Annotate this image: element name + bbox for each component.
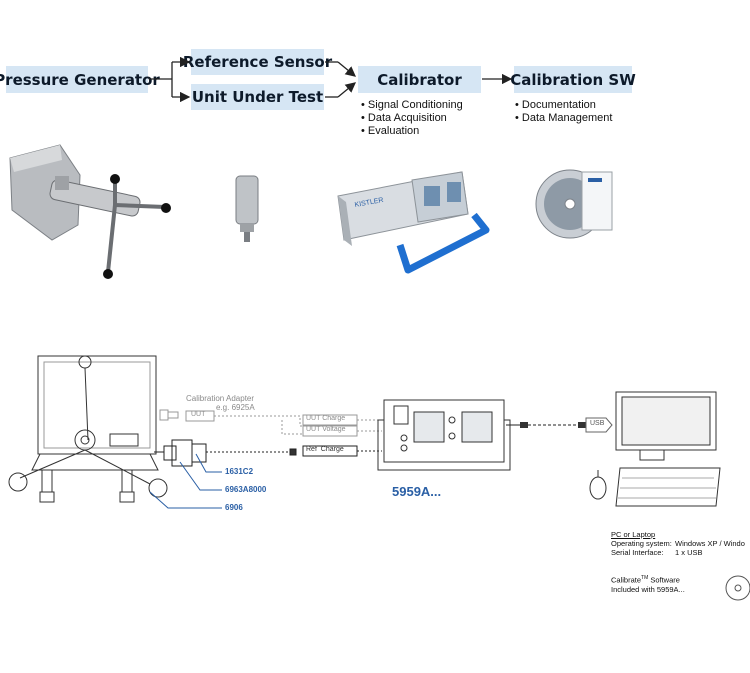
calibrator-photo: KISTLER — [337, 171, 490, 274]
ref-charge-label: Ref Charge — [306, 446, 344, 453]
cd-icon — [725, 575, 750, 601]
part-generator-label: 6906 — [225, 503, 243, 512]
part-leader-lines — [149, 453, 222, 509]
software-title: CalibrateTM Software — [611, 574, 685, 585]
reference-sensor-box: Reference Sensor — [183, 49, 332, 75]
generator-drawing — [8, 355, 168, 503]
calibrator-box: Calibrator — [358, 66, 481, 93]
os-label: Operating system: — [611, 539, 672, 548]
arrow-line — [337, 82, 357, 98]
unit-under-test-box: Unit Under Test — [191, 84, 324, 110]
software-name: Calibrate — [611, 575, 642, 585]
pressure-generator-box: Pressure Generator — [0, 66, 160, 93]
sw-feature-list: Documentation Data Management — [515, 99, 613, 125]
usb-cable — [506, 417, 613, 433]
adapter-example: e.g. 6925A — [216, 403, 255, 412]
uut-voltage-label: UUT Voltage — [306, 426, 346, 433]
software-cd-photo — [535, 169, 613, 239]
adapter-title: Calibration Adapter — [186, 394, 255, 403]
calibration-adapter-drawing — [159, 409, 304, 427]
pc-drawing — [589, 391, 721, 507]
part-sensor-label: 6963A8000 — [225, 485, 267, 494]
pressure-generator-photo — [9, 144, 171, 279]
list-item: Data Acquisition — [361, 112, 463, 125]
list-item: Documentation — [515, 99, 612, 112]
serial-value: 1 x USB — [675, 548, 703, 557]
device-5959a-drawing — [377, 399, 511, 471]
calibration-sw-box: Calibration SW — [510, 66, 636, 93]
pressure-generator-label: Pressure Generator — [0, 70, 160, 89]
pc-info: PC or Laptop Operating system:Windows XP… — [611, 530, 745, 557]
os-value: Windows XP / Windo — [675, 539, 745, 548]
calibration-sw-label: Calibration SW — [510, 70, 636, 89]
kistler-brand: KISTLER — [354, 197, 384, 209]
serial-label: Serial Interface: — [611, 548, 664, 557]
list-item: Evaluation — [361, 125, 463, 138]
software-tm: TM — [641, 575, 649, 581]
usb-connector — [585, 417, 613, 433]
uut-tag: UUT — [191, 411, 206, 418]
software-suffix: Software — [648, 575, 680, 585]
unit-under-test-label: Unit Under Test — [191, 88, 324, 106]
reference-sensor-photo — [235, 175, 259, 242]
software-included: Included with 5959A... — [611, 584, 685, 594]
list-item: Data Management — [515, 112, 613, 125]
usb-label: USB — [590, 420, 605, 427]
reference-sensor-label: Reference Sensor — [182, 53, 333, 71]
arrow-line — [337, 61, 357, 77]
uut-charge-label: UUT Charge — [306, 415, 346, 422]
part-cable-label: 1631C2 — [225, 467, 254, 476]
pc-title: PC or Laptop — [611, 530, 656, 539]
list-item: Signal Conditioning — [361, 99, 463, 112]
software-info: CalibrateTM Software Included with 5959A… — [611, 574, 685, 594]
calibrator-feature-list: Signal Conditioning Data Acquisition Eva… — [361, 99, 463, 138]
calibrator-label: Calibrator — [377, 70, 462, 89]
device-name-label: 5959A... — [392, 484, 442, 499]
os-row: Operating system:Windows XP / Windo — [611, 539, 745, 548]
reference-adapter-drawing — [154, 439, 297, 467]
serial-row: Serial Interface: 1 x USB — [611, 548, 745, 557]
